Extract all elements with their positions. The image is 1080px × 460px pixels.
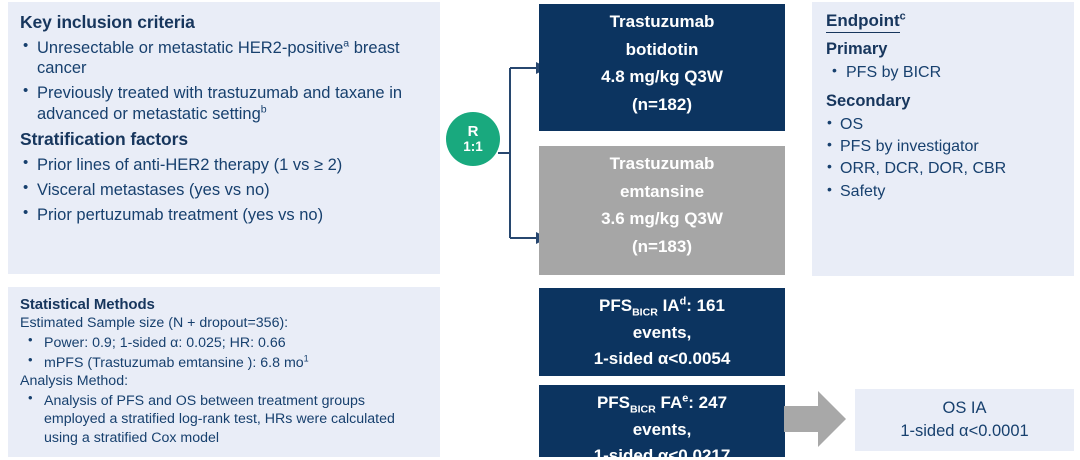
experimental-arm-box: Trastuzumab botidotin 4.8 mg/kg Q3W (n=1… bbox=[539, 4, 785, 131]
footnote-marker-d: d bbox=[679, 295, 687, 308]
secondary-endpoint-title: Secondary bbox=[826, 92, 911, 111]
statistical-methods-panel: Statistical Methods Estimated Sample siz… bbox=[8, 287, 440, 457]
footnote-marker-a: a bbox=[343, 37, 350, 50]
endpoint-panel: Endpointc Primary PFS by BICR Secondary … bbox=[812, 2, 1074, 276]
primary-endpoint-title: Primary bbox=[826, 40, 888, 58]
stratification-factors-title: Stratification factors bbox=[20, 128, 188, 149]
arm-line: Trastuzumab bbox=[609, 12, 715, 31]
pfs-subscript: BICR bbox=[630, 403, 656, 416]
list-item: OS bbox=[826, 114, 1060, 135]
inclusion-criteria-panel: Key inclusion criteria Unresectable or m… bbox=[8, 2, 440, 274]
event-line: PFSBICR FAe: 247 bbox=[539, 390, 785, 417]
sample-size-line: Estimated Sample size (N + dropout=356): bbox=[20, 315, 289, 332]
list-item: Safety bbox=[826, 181, 1060, 202]
analysis-method-line: Analysis Method: bbox=[20, 373, 129, 390]
primary-endpoint-list: PFS by BICR bbox=[826, 62, 1060, 83]
list-item: mPFS (Trastuzumab emtansine ): 6.8 mo1 bbox=[20, 352, 428, 372]
list-item: Previously treated with trastuzumab and … bbox=[20, 82, 428, 123]
criteria-text-1-rest: breast cancer bbox=[37, 39, 400, 78]
pfs-subscript: BICR bbox=[632, 306, 658, 319]
stratification-factors-list: Prior lines of anti-HER2 therapy (1 vs ≥… bbox=[20, 154, 428, 225]
sample-size-bullets: Power: 0.9; 1-sided α: 0.025; HR: 0.66 m… bbox=[20, 332, 428, 372]
endpoint-heading-row: Endpointc bbox=[826, 11, 1060, 33]
control-arm-box: Trastuzumab emtansine 3.6 mg/kg Q3W (n=1… bbox=[539, 146, 785, 275]
criteria-text-2: Previously treated with trastuzumab and … bbox=[37, 84, 403, 123]
os-ia-title: OS IA bbox=[942, 398, 987, 417]
list-item: Unresectable or metastatic HER2-positive… bbox=[20, 37, 428, 78]
list-item: ORR, DCR, DOR, CBR bbox=[826, 158, 1060, 179]
pfs-prefix: PFS bbox=[596, 393, 631, 412]
os-ia-panel: OS IA 1-sided α<0.0001 bbox=[855, 389, 1074, 451]
list-item: Analysis of PFS and OS between treatment… bbox=[20, 390, 428, 447]
list-item: PFS by BICR bbox=[826, 62, 1060, 83]
analysis-method-bullets: Analysis of PFS and OS between treatment… bbox=[20, 390, 428, 447]
event-line: 1-sided α<0.0217 bbox=[593, 446, 731, 457]
inclusion-criteria-list: Unresectable or metastatic HER2-positive… bbox=[20, 37, 428, 124]
event-line: events, bbox=[632, 419, 692, 439]
event-line: 1-sided α<0.0054 bbox=[593, 349, 731, 369]
arm-line: Trastuzumab bbox=[609, 154, 715, 173]
inclusion-criteria-title: Key inclusion criteria bbox=[20, 12, 195, 32]
event-line: events, bbox=[632, 322, 692, 342]
event-count: : 161 bbox=[686, 296, 725, 315]
statistical-methods-title: Statistical Methods bbox=[20, 296, 155, 313]
list-item: Power: 0.9; 1-sided α: 0.025; HR: 0.66 bbox=[20, 332, 428, 352]
randomization-node: R 1:1 bbox=[446, 112, 500, 166]
right-arrow-icon bbox=[784, 391, 846, 447]
list-item: Prior lines of anti-HER2 therapy (1 vs ≥… bbox=[20, 154, 428, 175]
endpoint-title: Endpoint bbox=[826, 11, 900, 33]
footnote-marker-e: e bbox=[682, 392, 689, 405]
pfs-bicr-fa-box: PFSBICR FAe: 247 events, 1-sided α<0.021… bbox=[539, 385, 785, 457]
arm-line: 4.8 mg/kg Q3W bbox=[601, 67, 723, 87]
footnote-marker-1: 1 bbox=[303, 352, 309, 363]
arm-line: 3.6 mg/kg Q3W bbox=[601, 209, 723, 229]
randomization-label: R bbox=[467, 122, 479, 140]
secondary-endpoint-list: OS PFS by investigator ORR, DCR, DOR, CB… bbox=[826, 114, 1060, 202]
criteria-text-1: Unresectable or metastatic HER2-positive bbox=[37, 39, 344, 58]
event-line: PFSBICR IAd: 161 bbox=[539, 293, 785, 320]
footnote-marker-b: b bbox=[260, 103, 267, 115]
pfs-bicr-ia-box: PFSBICR IAd: 161 events, 1-sided α<0.005… bbox=[539, 288, 785, 376]
randomization-ratio: 1:1 bbox=[463, 138, 483, 154]
arm-line: (n=182) bbox=[632, 94, 692, 114]
footnote-marker-c: c bbox=[899, 10, 906, 23]
mpfs-text: mPFS (Trastuzumab emtansine ): 6.8 mo bbox=[44, 354, 304, 371]
list-item: PFS by investigator bbox=[826, 136, 1060, 157]
pfs-prefix: PFS bbox=[599, 296, 633, 315]
os-ia-alpha: 1-sided α<0.0001 bbox=[900, 422, 1029, 440]
analysis-type: IA bbox=[662, 296, 680, 315]
arm-line: (n=183) bbox=[632, 236, 692, 256]
arm-line: botidotin bbox=[625, 39, 699, 59]
analysis-type: FA bbox=[660, 393, 683, 412]
list-item: Visceral metastases (yes vs no) bbox=[20, 179, 428, 200]
list-item: Prior pertuzumab treatment (yes vs no) bbox=[20, 204, 428, 225]
event-count: : 247 bbox=[688, 393, 728, 412]
arm-line: emtansine bbox=[619, 181, 705, 201]
